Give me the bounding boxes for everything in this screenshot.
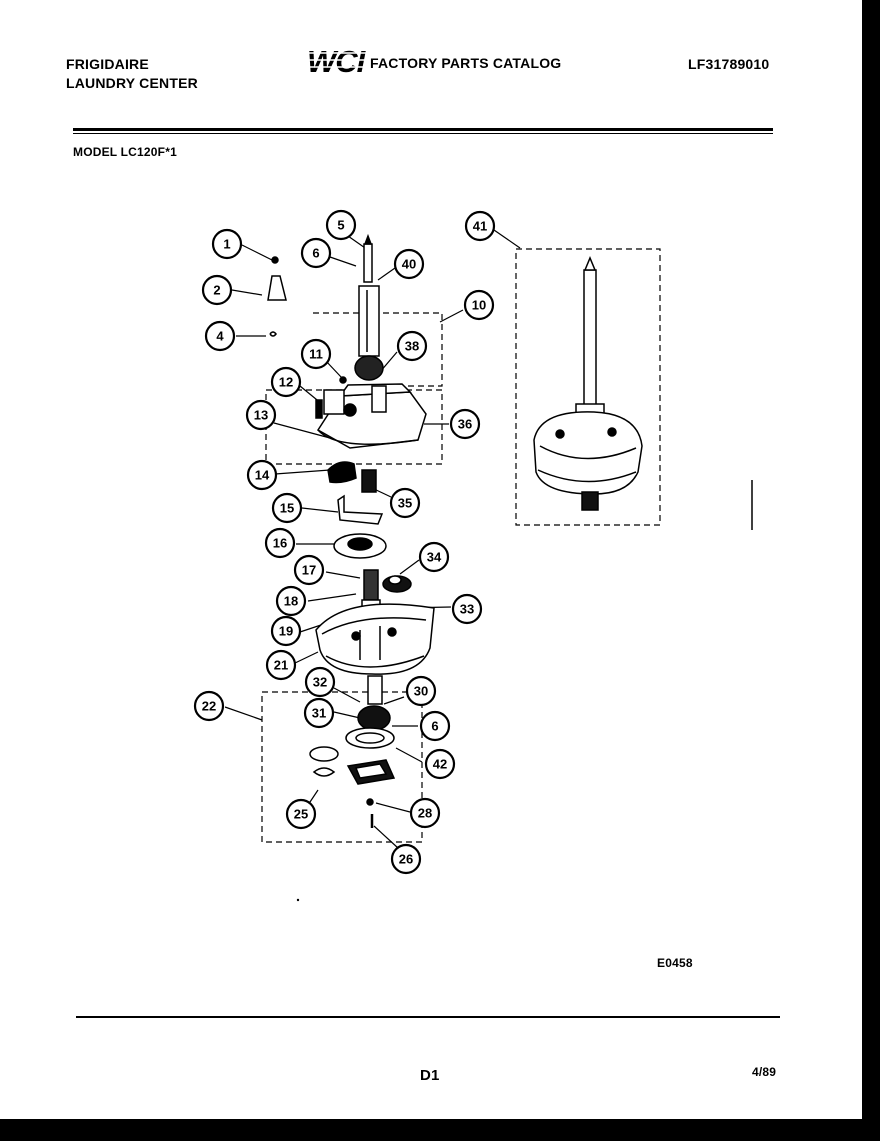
cap-part xyxy=(267,275,287,301)
callout-number: 15 xyxy=(280,501,294,516)
callout-38: 38 xyxy=(396,330,428,362)
header-rule xyxy=(73,128,773,131)
shaft-41 xyxy=(583,269,597,411)
assembly-22-box xyxy=(261,691,423,843)
callout-25: 25 xyxy=(285,798,317,830)
callout-number: 19 xyxy=(279,624,293,639)
callout-14: 14 xyxy=(246,459,278,491)
callout-number: 5 xyxy=(337,218,344,233)
callout-6: 6 xyxy=(300,237,332,269)
transmission-stack xyxy=(267,233,435,828)
shaft-sleeve xyxy=(358,285,380,357)
callout-5: 5 xyxy=(325,209,357,241)
callout-number: 26 xyxy=(399,852,413,867)
callout-17: 17 xyxy=(293,554,325,586)
header-rule-thin xyxy=(73,133,773,134)
callout-31: 31 xyxy=(303,697,335,729)
wci-logo: WCI xyxy=(305,44,367,76)
callout-number: 38 xyxy=(405,339,419,354)
page-number: D1 xyxy=(420,1067,440,1084)
callout-15: 15 xyxy=(271,492,303,524)
callout-number: 42 xyxy=(433,757,447,772)
catalog-id: LF31789010 xyxy=(688,56,770,72)
callout-35: 35 xyxy=(389,487,421,519)
callout-number: 30 xyxy=(414,684,428,699)
callout-1: 1 xyxy=(211,228,243,260)
callout-number: 2 xyxy=(213,283,220,298)
callout-36: 36 xyxy=(449,408,481,440)
parts-sheet: FRIGIDAIRE LAUNDRY CENTER WCI FACTORY PA… xyxy=(0,0,862,1119)
shaft-part-35 xyxy=(361,469,377,493)
callout-number: 21 xyxy=(274,658,288,673)
revision-date: 4/89 xyxy=(752,1065,777,1079)
callout-number: 11 xyxy=(309,347,323,362)
brand-name: FRIGIDAIRE xyxy=(66,56,149,72)
callout-21: 21 xyxy=(265,649,297,681)
assembly-41-box xyxy=(515,248,661,526)
callout-number: 12 xyxy=(279,375,293,390)
callout-32: 32 xyxy=(304,666,336,698)
scan-dot xyxy=(296,898,300,902)
callout-number: 32 xyxy=(313,675,327,690)
callout-6: 6 xyxy=(419,710,451,742)
callout-18: 18 xyxy=(275,585,307,617)
callout-13: 13 xyxy=(245,399,277,431)
callout-number: 31 xyxy=(312,706,326,721)
callout-10: 10 xyxy=(463,289,495,321)
callout-number: 1 xyxy=(223,237,230,252)
callout-number: 18 xyxy=(284,594,298,609)
callout-33: 33 xyxy=(451,593,483,625)
callout-number: 40 xyxy=(402,257,416,272)
footer-rule xyxy=(76,1016,780,1018)
callout-number: 33 xyxy=(460,602,474,617)
callout-number: 25 xyxy=(294,807,308,822)
callout-16: 16 xyxy=(264,527,296,559)
callout-28: 28 xyxy=(409,797,441,829)
callout-26: 26 xyxy=(390,843,422,875)
model-number: MODEL LC120F*1 xyxy=(73,145,177,159)
coil-spring xyxy=(312,767,336,777)
callout-41: 41 xyxy=(464,210,496,242)
callout-4: 4 xyxy=(204,320,236,352)
spring-ring xyxy=(309,746,339,762)
callout-layer: 1245640101138121336143515163417183319212… xyxy=(193,209,496,875)
callout-number: 4 xyxy=(216,329,224,344)
exploded-parts-diagram: 1245640101138121336143515163417183319212… xyxy=(193,209,753,902)
callout-40: 40 xyxy=(393,248,425,280)
callout-number: 36 xyxy=(458,417,472,432)
callout-number: 6 xyxy=(431,719,438,734)
callout-number: 35 xyxy=(398,496,412,511)
clutch-assembly xyxy=(357,705,391,731)
callout-11: 11 xyxy=(300,338,332,370)
callout-number: 17 xyxy=(302,563,316,578)
callout-42: 42 xyxy=(424,748,456,780)
callout-number: 10 xyxy=(472,298,486,313)
callout-number: 34 xyxy=(427,550,442,565)
diagram-code: E0458 xyxy=(657,956,693,970)
clip-part xyxy=(269,331,277,337)
callout-number: 6 xyxy=(312,246,319,261)
callout-22: 22 xyxy=(193,690,225,722)
callout-number: 22 xyxy=(202,699,216,714)
nut-part xyxy=(271,256,279,264)
callout-19: 19 xyxy=(270,615,302,647)
callout-2: 2 xyxy=(201,274,233,306)
callout-30: 30 xyxy=(405,675,437,707)
callout-number: 16 xyxy=(273,536,287,551)
callout-number: 13 xyxy=(254,408,268,423)
spline-coupling xyxy=(354,355,384,381)
cam-part xyxy=(327,461,357,484)
agitator-shaft xyxy=(363,243,373,283)
callout-number: 14 xyxy=(255,468,270,483)
product-line: LAUNDRY CENTER xyxy=(66,75,198,91)
link-part xyxy=(337,494,384,525)
complete-transmission-41 xyxy=(533,256,643,511)
gearcase-base xyxy=(315,603,435,675)
callout-34: 34 xyxy=(418,541,450,573)
callout-12: 12 xyxy=(270,366,302,398)
shaft-sections xyxy=(363,569,379,601)
callout-number: 41 xyxy=(473,219,487,234)
callout-number: 28 xyxy=(418,806,432,821)
catalog-title: FACTORY PARTS CATALOG xyxy=(370,55,562,71)
